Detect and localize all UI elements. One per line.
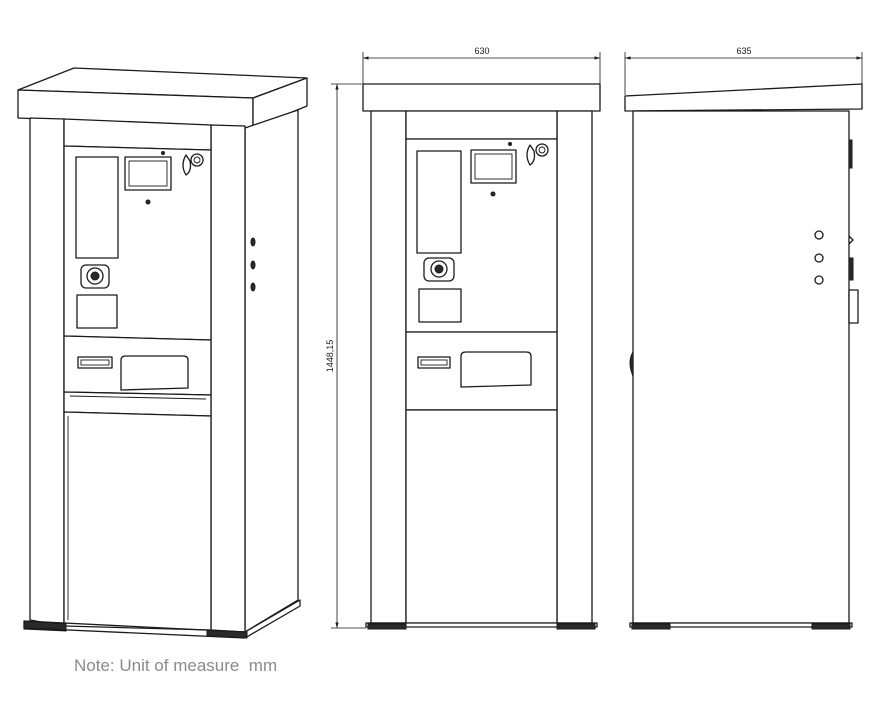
coin-reader-profile	[848, 257, 854, 281]
rear-hinge	[629, 350, 634, 377]
card-slot-shape	[526, 144, 536, 166]
change-tray	[460, 351, 532, 388]
sensor-dot	[508, 142, 512, 146]
ticket-slot	[417, 356, 451, 369]
dim-label-height: 1448,15	[325, 340, 335, 373]
tray-profile	[848, 289, 859, 324]
side-hole-3	[250, 282, 256, 292]
side-panel	[244, 109, 299, 633]
left-pillar	[370, 110, 407, 624]
side-hole-3	[814, 275, 824, 285]
screen-frame	[124, 156, 172, 191]
side-hole-1	[814, 230, 824, 240]
coin-ring	[86, 267, 104, 285]
base-plinth	[629, 622, 853, 628]
coin-center	[434, 264, 444, 274]
header-band	[405, 110, 558, 140]
key-lock-inner	[193, 156, 201, 164]
unit-note: Note: Unit of measure mm	[74, 656, 278, 675]
ticket-slot	[77, 356, 113, 369]
ticket-slot-inner	[420, 359, 448, 366]
indicator-dot	[490, 191, 496, 197]
key-lock-outer	[190, 153, 204, 167]
header-band	[63, 118, 212, 151]
dim-label-depth: 635	[736, 46, 751, 56]
left-pillar	[29, 117, 65, 627]
base-foot-right	[811, 623, 851, 630]
card-slot-shape	[182, 154, 192, 176]
ticket-slot-inner	[80, 359, 110, 366]
roof-side	[252, 77, 308, 129]
right-pillar	[556, 110, 593, 624]
base-plinth	[23, 599, 301, 639]
front-view: 630 1448,15	[325, 46, 601, 630]
key-lock-outer	[535, 143, 549, 157]
side-view: 635	[624, 46, 863, 630]
coin-ring	[430, 260, 448, 278]
screen-frame	[470, 149, 517, 184]
base-foot-right	[556, 623, 596, 630]
perspective-view	[17, 67, 308, 639]
lock-profile	[848, 235, 854, 245]
sensor-dot	[161, 151, 165, 155]
card-window	[76, 294, 118, 329]
card-window	[418, 288, 462, 323]
info-display	[75, 156, 119, 259]
screen-inner	[128, 160, 168, 187]
side-hole-2	[814, 253, 824, 263]
info-display	[416, 150, 462, 254]
side-hole-1	[250, 237, 256, 247]
ledge-line	[69, 395, 207, 400]
screen-inner	[474, 153, 513, 180]
roof	[362, 83, 601, 112]
indicator-dot	[145, 199, 151, 205]
dim-label-width: 630	[474, 46, 489, 56]
right-pillar	[210, 124, 246, 633]
base-foot-left	[367, 623, 407, 630]
front-protrusion	[848, 139, 853, 169]
lower-door	[63, 411, 212, 631]
change-tray	[120, 355, 189, 391]
lower-door	[405, 409, 558, 624]
side-panel	[632, 110, 850, 624]
base-plinth	[365, 622, 598, 628]
base-foot-left	[631, 623, 671, 630]
key-lock-inner	[538, 146, 546, 154]
side-hole-2	[250, 260, 256, 270]
roof	[624, 83, 863, 112]
coin-center	[90, 271, 100, 281]
